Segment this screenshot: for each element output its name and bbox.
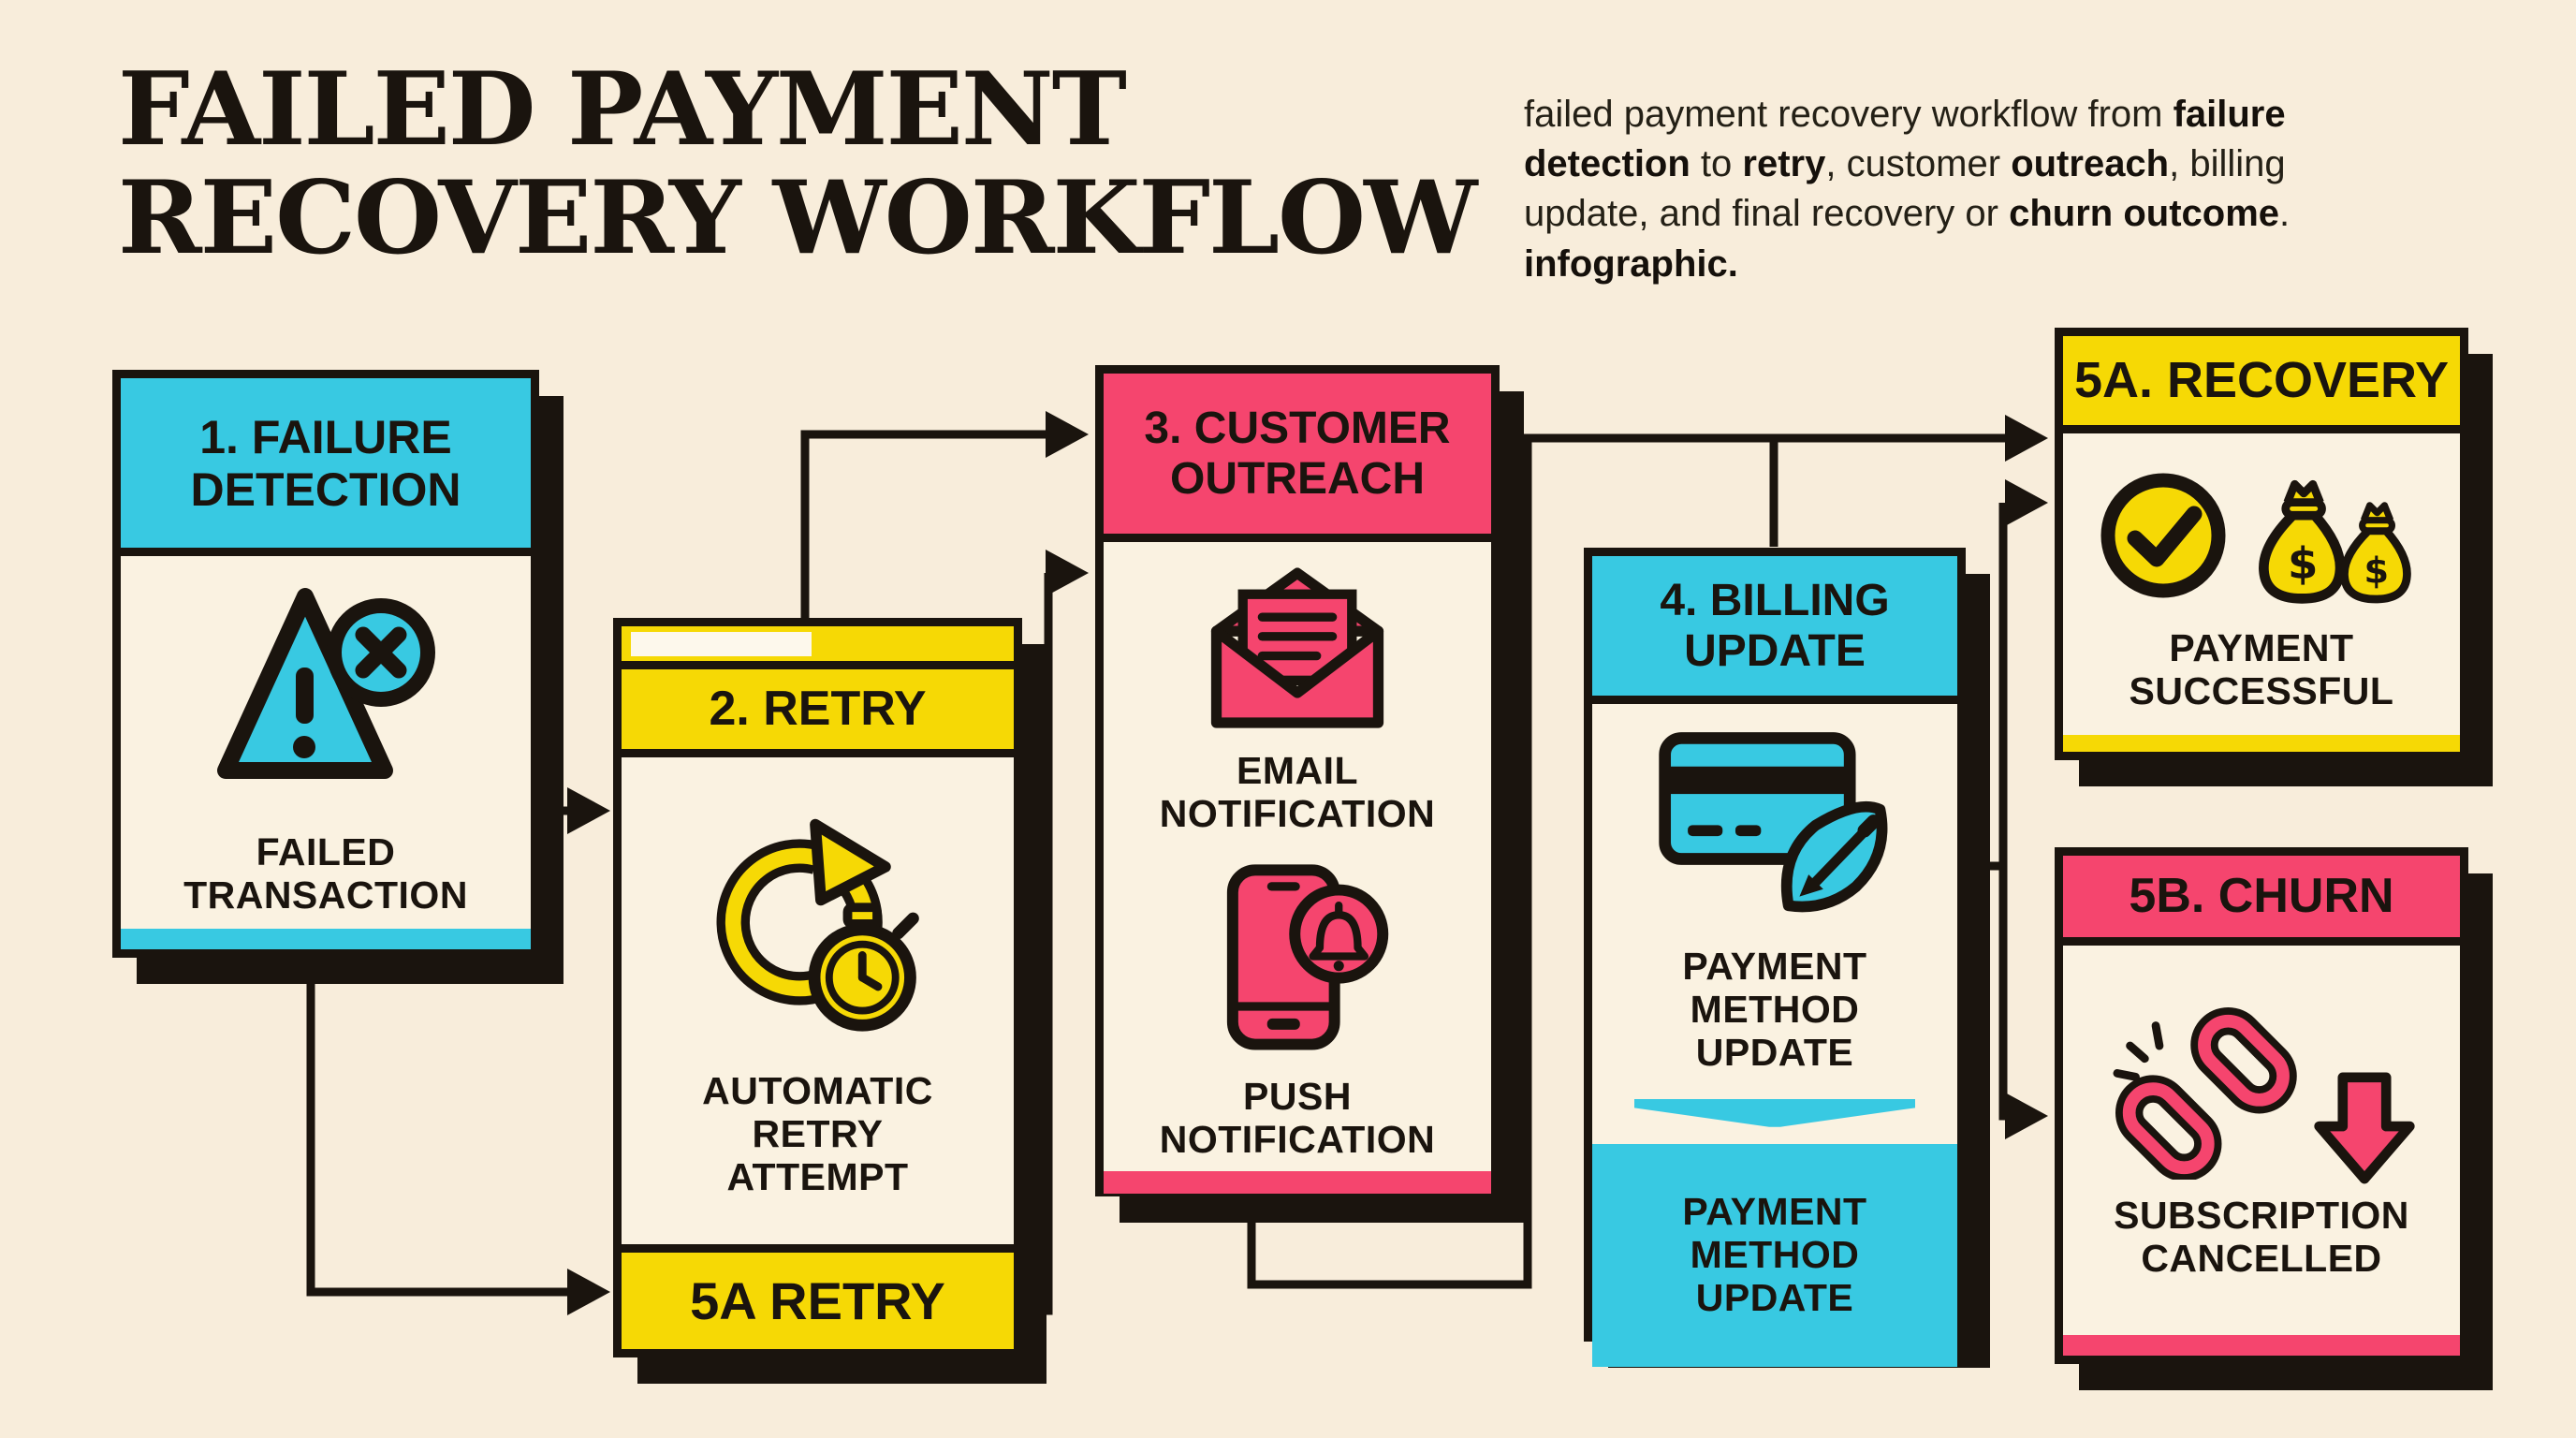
step-box-billing-update: 4. BILLING UPDATE PAYMENT METHOD UPDATE …	[1584, 548, 1966, 1367]
retry-top-strip	[622, 626, 1014, 669]
outcome-box-churn: 5B. CHURN	[2055, 847, 2468, 1364]
accent-strip-pink-churn	[2063, 1335, 2460, 1356]
connector-5a-retry-to-outreach	[1024, 568, 1053, 1315]
arrowhead-into-churn-body	[2005, 1093, 2048, 1139]
arrowhead-into-outreach-body	[1046, 550, 1089, 596]
accent-strip-pink	[1104, 1170, 1491, 1194]
outcome-header-recovery: 5A. RECOVERY	[2063, 336, 2460, 433]
retry-top-strip-highlight	[631, 632, 812, 656]
step-caption-payment-method-update: PAYMENT METHOD UPDATE	[1682, 945, 1867, 1074]
accent-strip-cyan	[121, 929, 531, 949]
svg-text:$: $	[2288, 538, 2318, 589]
arrowhead-into-retry	[567, 787, 610, 834]
connector-retry-to-outreach	[800, 430, 1046, 620]
outcome-body-recovery: $ $ PAYMENT SUCCESSFUL	[2063, 433, 2460, 735]
outcome-header-churn: 5B. CHURN	[2063, 856, 2460, 946]
churn-icon-row	[2104, 1005, 2419, 1184]
broken-chain-icon	[2113, 1007, 2297, 1181]
connector-billing-to-recovery	[1968, 503, 2008, 871]
step-caption-failed-transaction: FAILED TRANSACTION	[183, 829, 468, 917]
outreach-item-push: PUSH NOTIFICATION	[1160, 851, 1435, 1162]
recovery-icon-row: $ $	[2093, 461, 2430, 610]
email-envelope-icon	[1210, 567, 1384, 728]
outcome-box-recovery: 5A. RECOVERY $	[2055, 328, 2468, 760]
svg-text:$: $	[2364, 550, 2389, 592]
warning-error-icon	[217, 587, 435, 779]
step-body-retry: AUTOMATIC RETRY ATTEMPT	[622, 757, 1014, 1244]
step-caption-email-notification: EMAIL NOTIFICATION	[1159, 749, 1436, 835]
step-header-customer-outreach: 3. CUSTOMER OUTREACH	[1104, 374, 1491, 542]
connector-detection-to-5a-retry	[306, 957, 567, 1297]
connector-billing-to-churn	[1998, 866, 2008, 1121]
outreach-item-email: EMAIL NOTIFICATION	[1160, 561, 1435, 836]
credit-card-edit-icon	[1659, 732, 1888, 913]
step-header-billing-update: 4. BILLING UPDATE	[1592, 556, 1957, 704]
step-box-retry: 2. RETRY AUTOMATIC RETRY ATTEMPT 5A RETR…	[613, 618, 1022, 1357]
arrowhead-into-recovery-header	[2005, 415, 2048, 462]
push-notification-phone-icon	[1226, 864, 1389, 1050]
down-chevron-divider	[1634, 1098, 1915, 1127]
retry-stopwatch-icon	[716, 818, 919, 1032]
step-body-failure-detection: FAILED TRANSACTION	[121, 556, 531, 929]
outcome-caption-subscription-cancelled: SUBSCRIPTION CANCELLED	[2114, 1194, 2409, 1280]
step-body-customer-outreach: EMAIL NOTIFICATION PUSH NOTIFICATION	[1104, 542, 1491, 1171]
step-caption-push-notification: PUSH NOTIFICATION	[1159, 1074, 1436, 1161]
retry-footer-5a-retry: 5A RETRY	[622, 1244, 1014, 1349]
billing-footer-section: PAYMENT METHOD UPDATE	[1592, 1143, 1957, 1367]
step-header-failure-detection: 1. FAILURE DETECTION	[121, 378, 531, 556]
page-title: FAILED PAYMENT RECOVERY WORKFLOW	[118, 51, 1477, 277]
down-arrow-icon	[2314, 1072, 2415, 1184]
step-box-failure-detection: 1. FAILURE DETECTION FAILED TRANSACTION	[112, 370, 539, 958]
step-caption-automatic-retry: AUTOMATIC RETRY ATTEMPT	[702, 1069, 933, 1198]
arrowhead-into-recovery-body	[2005, 479, 2048, 526]
accent-strip-yellow	[2063, 735, 2460, 752]
step-box-customer-outreach: 3. CUSTOMER OUTREACH EMAIL NOTIFICATION	[1095, 365, 1500, 1196]
arrowhead-into-outreach-header	[1046, 411, 1089, 458]
step-body-billing-update: PAYMENT METHOD UPDATE	[1592, 704, 1957, 1144]
money-bags-icon: $ $	[2259, 479, 2411, 604]
check-circle-icon	[2100, 473, 2226, 598]
connector-outreach-to-recovery	[1247, 433, 2005, 1289]
billing-footer-caption: PAYMENT METHOD UPDATE	[1682, 1189, 1867, 1319]
page-description: failed payment recovery workflow from fa…	[1524, 94, 2291, 285]
outcome-body-churn: SUBSCRIPTION CANCELLED	[2063, 946, 2460, 1335]
arrowhead-into-5a-retry	[567, 1269, 610, 1315]
step-header-retry: 2. RETRY	[622, 669, 1014, 757]
outcome-caption-payment-successful: PAYMENT SUCCESSFUL	[2129, 626, 2394, 712]
